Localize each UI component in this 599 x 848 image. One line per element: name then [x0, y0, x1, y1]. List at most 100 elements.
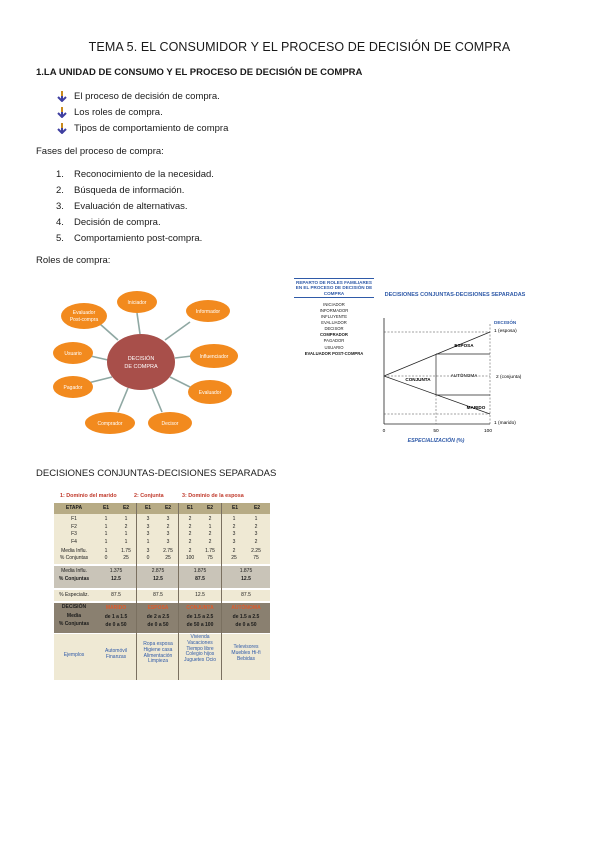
stage-value: 1 — [104, 531, 108, 537]
reparto-item: DECISOR — [324, 326, 344, 332]
stage-value: 1 — [146, 538, 150, 545]
stage-value: 2 — [208, 531, 212, 537]
arrow-down-icon — [57, 91, 67, 102]
decision-sub: % Conjuntas — [58, 621, 90, 627]
bullet-text: Los roles de compra. — [74, 106, 163, 118]
infl-value: 1.875 — [193, 568, 207, 574]
stage-value: 1 — [124, 531, 128, 537]
reparto-item: EVALUADOR — [321, 320, 347, 326]
y-tick-marido: 1 (marido) — [494, 420, 516, 426]
phases-list: 1.Reconocimiento de la necesidad. 2.Búsq… — [56, 166, 214, 246]
col-header: E1 — [144, 505, 152, 511]
node-comprador: Comprador — [97, 421, 122, 427]
list-item: 1.Reconocimiento de la necesidad. — [56, 168, 214, 180]
decision-center-node — [107, 334, 175, 390]
stage-value: 1 — [104, 538, 108, 545]
node-evaluador: Evaluador — [199, 390, 222, 396]
bullet-text: Tipos de comportamiento de compra — [74, 122, 229, 134]
stage-rows-bg — [54, 514, 270, 564]
infl-value: 2.875 — [151, 568, 165, 574]
page-title: TEMA 5. EL CONSUMIDOR Y EL PROCESO DE DE… — [88, 40, 511, 54]
stage-value: 2 — [188, 531, 192, 537]
stage-value: 1 — [124, 538, 128, 545]
conj-value: 25 — [123, 555, 129, 561]
x-tick-0: 0 — [383, 428, 386, 434]
list-item: 4.Decisión de compra. — [56, 216, 161, 228]
node-decisor: Decisor — [162, 421, 179, 427]
stage-value: 1 — [254, 516, 258, 522]
stage-label: F4 — [71, 538, 77, 545]
stage-value: 1 — [208, 523, 212, 530]
stage-value: 2 — [208, 538, 212, 545]
example-cell: Ropa esposa Higiene casa Alimentación Li… — [143, 641, 173, 665]
conj-value: 100 — [185, 555, 195, 561]
col-header: E2 — [253, 505, 261, 511]
col-header-row — [54, 503, 270, 514]
stage-value: 2 — [188, 523, 192, 530]
node-evaluador-post-2: Post-compra — [70, 317, 99, 323]
stage-value: 3 — [166, 531, 170, 537]
decision-type: AUTÓNOMA — [231, 605, 261, 611]
node-iniciador: Iniciador — [128, 300, 147, 306]
x-tick-100: 100 — [484, 428, 492, 434]
decision-rule: de 2 a 2.5 — [146, 614, 170, 620]
reparto-roles-panel: REPARTO DE ROLES FAMILIARES EN EL PROCES… — [294, 278, 374, 370]
decision-rule: de 0 a 50 — [105, 622, 127, 628]
media-value: 1 — [104, 548, 108, 554]
stage-value: 2 — [254, 538, 258, 545]
roles-heading: Roles de compra: — [36, 255, 111, 266]
list-item: 5.Comportamiento post-compra. — [56, 232, 203, 244]
pct-value: 12.5 — [241, 576, 251, 582]
esp-label: % Especializ. — [59, 592, 89, 598]
media-value: 3 — [146, 548, 150, 554]
decision-sub: Media — [66, 613, 82, 619]
reparto-list: INICIADOR INFORMADOR INFLUYENTE EVALUADO… — [294, 302, 374, 357]
conj-value: 0 — [146, 555, 150, 561]
stage-value: 3 — [254, 531, 258, 537]
esp-value: 12.5 — [195, 592, 205, 598]
decision-type: ESPOSA — [147, 605, 169, 611]
stage-value: 3 — [146, 531, 150, 537]
bullet-list: El proceso de decisión de compra. Los ro… — [56, 88, 228, 136]
stage-value: 2 — [124, 523, 128, 530]
media-value: 1.75 — [121, 548, 131, 554]
decisions-graph: ESPOSA CONJUNTA AUTÓNOMA MARIDO DECISIÓN… — [383, 318, 522, 444]
group-header: 3: Dominio de la esposa — [182, 493, 244, 499]
arrow-down-icon — [57, 123, 67, 134]
stage-value: 1 — [124, 516, 128, 522]
media-value: 2.25 — [251, 548, 261, 554]
reparto-item: EVALUADOR POST-COMPRA — [304, 350, 364, 356]
region-esposa: ESPOSA — [454, 343, 474, 348]
conj-value: 75 — [253, 555, 259, 561]
col-header: E2 — [122, 505, 130, 511]
esp-value: 87.5 — [111, 592, 121, 598]
pct-value: 12.5 — [153, 576, 163, 582]
decision-rule: de 0 a 50 — [235, 622, 257, 628]
example-cell: Automóvil Finanzas — [105, 648, 127, 660]
infl-value: 1.375 — [109, 568, 123, 574]
decision-rule: de 1 a 1.5 — [104, 614, 128, 620]
decision-band — [54, 603, 270, 633]
decision-rule: de 1.5 a 2.5 — [232, 614, 260, 620]
pct-value: 87.5 — [195, 576, 205, 582]
stage-value: 1 — [104, 523, 108, 530]
stage-value: 2 — [208, 516, 212, 522]
graph-title: DECISIONES CONJUNTAS-DECISIONES SEPARADA… — [384, 292, 526, 298]
node-pagador: Pagador — [64, 385, 83, 391]
stage-value: 2 — [166, 523, 170, 530]
conj-value: 75 — [207, 555, 213, 561]
decision-type: MARIDO — [105, 605, 127, 611]
node-usuario: Usuario — [64, 351, 81, 357]
media-label: Media Influ. — [61, 548, 87, 554]
stage-value: 2 — [232, 523, 236, 530]
stage-value: 2 — [188, 538, 192, 545]
decision-label: DECISIÓN — [61, 604, 87, 610]
bullet-item: Los roles de compra. — [56, 104, 228, 120]
stage-value: 3 — [166, 538, 170, 545]
pct-label: % Conjuntas — [58, 576, 90, 582]
decision-rule: de 50 a 100 — [186, 622, 214, 628]
group-header: 1: Dominio del marido — [60, 493, 117, 499]
stage-value: 1 — [104, 516, 108, 522]
roles-wheel-diagram: DECISIÓN DE COMPRA Iniciador Informador … — [53, 291, 238, 434]
reparto-item: INFORMADOR — [319, 307, 349, 313]
